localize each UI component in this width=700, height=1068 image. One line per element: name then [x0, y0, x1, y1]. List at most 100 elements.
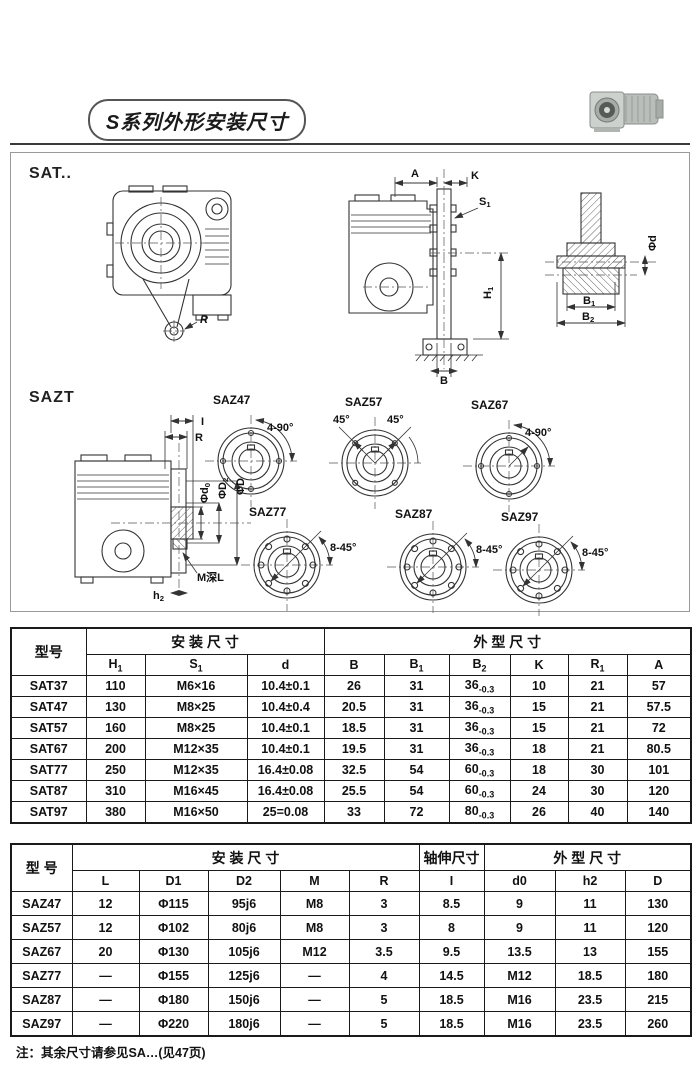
- value-cell: 215: [624, 987, 692, 1012]
- flange-name-label: SAZ77: [249, 505, 287, 519]
- flange-drawing-saz57: SAZ57 45° 45°: [328, 395, 422, 510]
- value-cell: 10.4±0.1: [246, 717, 325, 739]
- value-cell: 21: [567, 738, 628, 760]
- value-cell: 4: [348, 963, 420, 988]
- dim-label-b2: B2: [582, 311, 594, 324]
- value-cell: 180: [624, 963, 692, 988]
- value-cell: 54: [383, 759, 450, 781]
- install-dims-group-header: 安 装 尺 寸: [71, 843, 420, 871]
- value-cell: 120: [626, 780, 692, 802]
- model-cell: SAZ67: [10, 939, 73, 964]
- value-cell: 23.5: [554, 987, 626, 1012]
- value-cell: M8×25: [144, 717, 248, 739]
- value-cell: 125j6: [207, 963, 281, 988]
- column-header: K: [509, 654, 569, 676]
- value-cell: 18: [509, 738, 569, 760]
- gearbox-product-photo: [589, 91, 664, 132]
- flange-name-label: SAZ57: [345, 395, 383, 409]
- value-cell: 9: [483, 891, 556, 916]
- value-cell: 95j6: [207, 891, 281, 916]
- value-cell: 30: [567, 759, 628, 781]
- sazt-series-label: SAZT: [29, 389, 75, 406]
- model-cell: SAZ47: [10, 891, 73, 916]
- value-cell: 36-0.3: [448, 675, 511, 697]
- value-cell: —: [279, 1011, 350, 1037]
- value-cell: 155: [624, 939, 692, 964]
- sat-series-label: SAT..: [29, 165, 72, 182]
- shaft-ext-group-header: 轴伸尺寸: [418, 843, 485, 871]
- value-cell: 16.4±0.08: [246, 759, 325, 781]
- value-cell: M16×50: [144, 801, 248, 824]
- value-cell: 9.5: [418, 939, 485, 964]
- column-header: I: [418, 870, 485, 892]
- value-cell: M8: [279, 915, 350, 940]
- value-cell: Φ102: [138, 915, 209, 940]
- value-cell: 20.5: [323, 696, 385, 718]
- value-cell: 16.4±0.08: [246, 780, 325, 802]
- flange-drawing-saz97: SAZ97 8-45°: [492, 510, 608, 617]
- model-cell: SAT87: [10, 780, 87, 802]
- dim-label-k: K: [471, 170, 479, 182]
- flange-angle-label: 45°: [387, 414, 404, 426]
- column-header: S1: [144, 654, 248, 676]
- flange-angle-label: 4-90°: [267, 422, 293, 434]
- dim-label-i: I: [201, 416, 204, 428]
- value-cell: M6×16: [144, 675, 248, 697]
- value-cell: 19.5: [323, 738, 385, 760]
- model-cell: SAT47: [10, 696, 87, 718]
- page-title: S系列外形安装尺寸: [88, 99, 306, 141]
- model-cell: SAZ87: [10, 987, 73, 1012]
- value-cell: —: [279, 963, 350, 988]
- model-cell: SAZ77: [10, 963, 73, 988]
- value-cell: 23.5: [554, 1011, 626, 1037]
- dim-label-sazt-r: R: [195, 432, 203, 444]
- value-cell: 36-0.3: [448, 717, 511, 739]
- flange-angle-label: 8-45°: [476, 544, 502, 556]
- dim-label-s1: S1: [479, 196, 491, 209]
- column-header: A: [626, 654, 692, 676]
- value-cell: 18.5: [554, 963, 626, 988]
- value-cell: 24: [509, 780, 569, 802]
- flange-drawing-saz47: SAZ47 4-90°: [204, 393, 298, 508]
- column-header: h2: [554, 870, 626, 892]
- flange-drawing-saz77: SAZ77 8-45°: [240, 505, 356, 612]
- footnote: 注：其余尺寸请参见SA…(见47页): [16, 1046, 206, 1060]
- value-cell: M16: [483, 1011, 556, 1037]
- value-cell: 130: [624, 891, 692, 916]
- value-cell: 80j6: [207, 915, 281, 940]
- dim-label-d0: Φd0: [199, 483, 212, 503]
- value-cell: 101: [626, 759, 692, 781]
- column-header: R1: [567, 654, 628, 676]
- install-dims-group-header: 安 装 尺 寸: [85, 627, 325, 655]
- flange-drawing-saz87: SAZ87 8-45°: [386, 507, 502, 614]
- value-cell: 72: [383, 801, 450, 824]
- flange-angle-label: 4-90°: [525, 427, 551, 439]
- model-cell: SAZ97: [10, 1011, 73, 1037]
- model-cell: SAZ57: [10, 915, 73, 940]
- column-header: d: [246, 654, 325, 676]
- value-cell: 130: [85, 696, 146, 718]
- flange-name-label: SAZ47: [213, 393, 251, 407]
- value-cell: 105j6: [207, 939, 281, 964]
- model-cell: SAT97: [10, 801, 87, 824]
- value-cell: 8.5: [418, 891, 485, 916]
- value-cell: Φ220: [138, 1011, 209, 1037]
- value-cell: 54: [383, 780, 450, 802]
- value-cell: M12×35: [144, 759, 248, 781]
- value-cell: 31: [383, 738, 450, 760]
- value-cell: 57.5: [626, 696, 692, 718]
- value-cell: M16: [483, 987, 556, 1012]
- value-cell: 180j6: [207, 1011, 281, 1037]
- column-header: R: [348, 870, 420, 892]
- value-cell: M16×45: [144, 780, 248, 802]
- column-header: D1: [138, 870, 209, 892]
- dim-label-h2: h2: [153, 590, 164, 603]
